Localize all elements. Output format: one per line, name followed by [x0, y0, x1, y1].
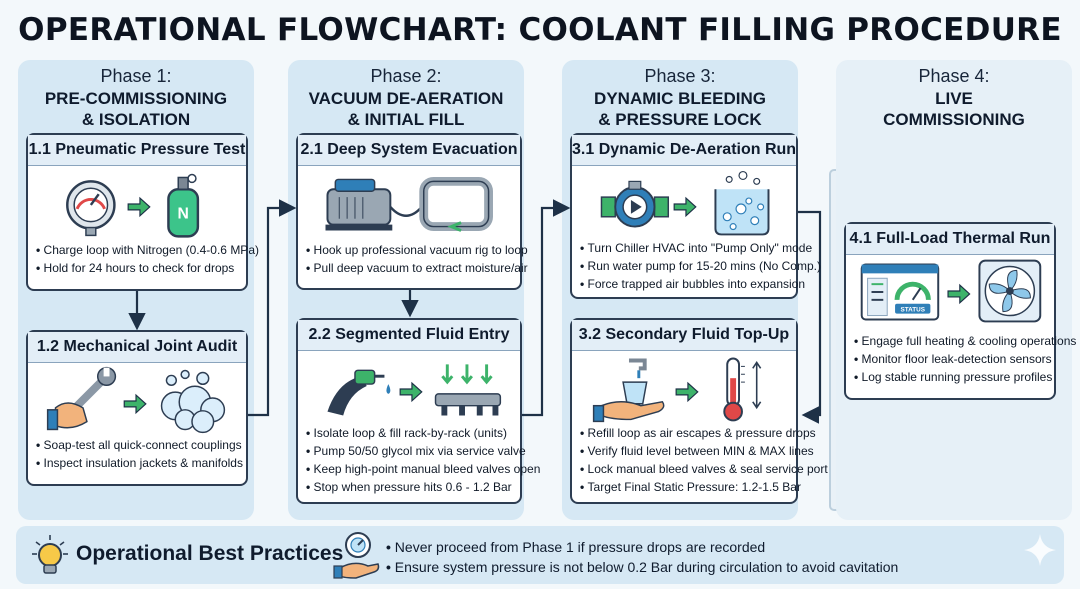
green-arrow-icon — [673, 196, 697, 218]
best-practice-item: Ensure system pressure is not below 0.2 … — [386, 557, 898, 577]
list-item: Pull deep vacuum to extract moisture/air — [306, 259, 528, 277]
thermometer-icon — [723, 357, 762, 422]
page-title: OPERATIONAL FLOWCHART: COOLANT FILLING P… — [18, 12, 1062, 48]
pressure-gauge-icon — [66, 180, 116, 237]
list-item: Verify fluid level between MIN & MAX lin… — [580, 442, 814, 460]
green-arrow-icon — [399, 381, 423, 403]
cooling-fan-icon — [978, 259, 1042, 323]
fuel-nozzle-icon — [327, 369, 385, 416]
phase-4-name-line2: COMMISSIONING — [883, 110, 1025, 129]
best-practices-footer: Operational Best Practices Never proceed… — [16, 526, 1064, 584]
list-item: Stop when pressure hits 0.6 - 1.2 Bar — [306, 478, 516, 496]
phase-4-name-line1: LIVE — [935, 89, 973, 108]
list-item: Hold for 24 hours to check for drops — [36, 259, 242, 277]
phase-3-label: Phase 3: — [644, 66, 716, 86]
status-monitor-icon: STATUS — [860, 263, 940, 321]
list-item: Turn Chiller HVAC into "Pump Only" mode — [580, 239, 813, 257]
green-arrow-icon — [123, 393, 147, 415]
list-item: Keep high-point manual bleed valves open — [306, 460, 541, 478]
nitrogen-letter: N — [177, 206, 188, 223]
phase-3-name-line1: DYNAMIC BLEEDING — [594, 89, 766, 108]
tank-bubbles-icon — [714, 170, 770, 236]
card-1-1-pneumatic-pressure-test: 1.1 Pneumatic Pressure Test N Charge loo… — [26, 133, 259, 291]
green-arrow-icon — [127, 196, 151, 218]
circulation-pump-icon — [600, 180, 670, 228]
soap-bubbles-icon — [160, 369, 226, 434]
list-item: Target Final Static Pressure: 1.2-1.5 Ba… — [580, 478, 801, 496]
status-label: STATUS — [900, 307, 925, 314]
card-4-1-title: 4.1 Full-Load Thermal Run — [846, 224, 1054, 255]
card-4-1-full-load-thermal-run: 4.1 Full-Load Thermal Run STATUS — [844, 222, 1077, 400]
card-3-1-dynamic-de-aeration-run: 3.1 Dynamic De-Aeration Run Turn Chiller… — [570, 133, 821, 299]
card-1-1-title: 1.1 Pneumatic Pressure Test — [28, 135, 246, 166]
list-item: Engage full heating & cooling operations — [854, 332, 1077, 350]
card-2-1-title: 2.1 Deep System Evacuation — [298, 135, 520, 166]
vacuum-pump-icon — [325, 178, 393, 231]
phase-3-name-line2: & PRESSURE LOCK — [598, 110, 762, 129]
pipe-loop-icon — [419, 176, 493, 232]
list-item: Refill loop as air escapes & pressure dr… — [580, 424, 816, 442]
phase-2-name-line1: VACUUM DE-AERATION — [308, 89, 504, 108]
drop-icon — [386, 384, 391, 394]
lightbulb-icon — [32, 535, 68, 574]
card-1-2-title: 1.2 Mechanical Joint Audit — [28, 332, 246, 363]
list-item: Pump 50/50 glycol mix via service valve — [306, 442, 526, 460]
hose-icon — [389, 206, 423, 217]
phase-1-label: Phase 1: — [100, 66, 172, 86]
list-item: Force trapped air bubbles into expansion — [580, 275, 805, 293]
hand-refill-icon — [592, 358, 665, 423]
gauge-hand-icon — [333, 532, 380, 579]
card-2-1-deep-system-evacuation: 2.1 Deep System Evacuation Hook up profe… — [296, 133, 528, 290]
list-item: Isolate loop & fill rack-by-rack (units) — [306, 424, 516, 442]
card-2-2-segmented-fluid-entry: 2.2 Segmented Fluid Entry Isolate loop &… — [296, 318, 541, 504]
list-item: Lock manual bleed valves & seal service … — [580, 460, 828, 478]
green-arrow-icon — [675, 381, 699, 403]
best-practices-title: Operational Best Practices — [76, 542, 344, 565]
phase-1-name-line1: PRE-COMMISSIONING — [44, 89, 228, 108]
card-1-2-mechanical-joint-audit: 1.2 Mechanical Joint Audit Soap-test all… — [26, 330, 248, 486]
nitrogen-tank-icon: N — [167, 173, 200, 238]
phase-1-name-line2: & ISOLATION — [81, 110, 191, 129]
phase-4-label: Phase 4: — [918, 66, 990, 86]
manifold-icon — [434, 364, 502, 416]
green-arrow-icon — [947, 283, 971, 305]
hand-wrench-icon — [46, 366, 117, 431]
list-item: Monitor floor leak-detection sensors — [854, 350, 1052, 368]
best-practice-item: Never proceed from Phase 1 if pressure d… — [386, 537, 898, 557]
list-item: Charge loop with Nitrogen (0.4-0.6 MPa) — [36, 241, 259, 259]
list-item: Soap-test all quick-connect couplings — [36, 436, 242, 454]
list-item: Hook up professional vacuum rig to loop — [306, 241, 528, 259]
list-item: Inspect insulation jackets & manifolds — [36, 454, 243, 472]
phase-2-label: Phase 2: — [370, 66, 442, 86]
card-3-2-title: 3.2 Secondary Fluid Top-Up — [572, 320, 796, 351]
list-item: Run water pump for 15-20 mins (No Comp.) — [580, 257, 821, 275]
card-3-2-secondary-fluid-top-up: 3.2 Secondary Fluid Top-Up Refill loop a… — [570, 318, 828, 504]
card-3-1-title: 3.1 Dynamic De-Aeration Run — [572, 135, 796, 166]
sparkle-icon — [1024, 534, 1056, 566]
card-2-2-title: 2.2 Segmented Fluid Entry — [298, 320, 520, 351]
list-item: Log stable running pressure profiles — [854, 368, 1053, 386]
phase-2-name-line2: & INITIAL FILL — [347, 110, 465, 129]
